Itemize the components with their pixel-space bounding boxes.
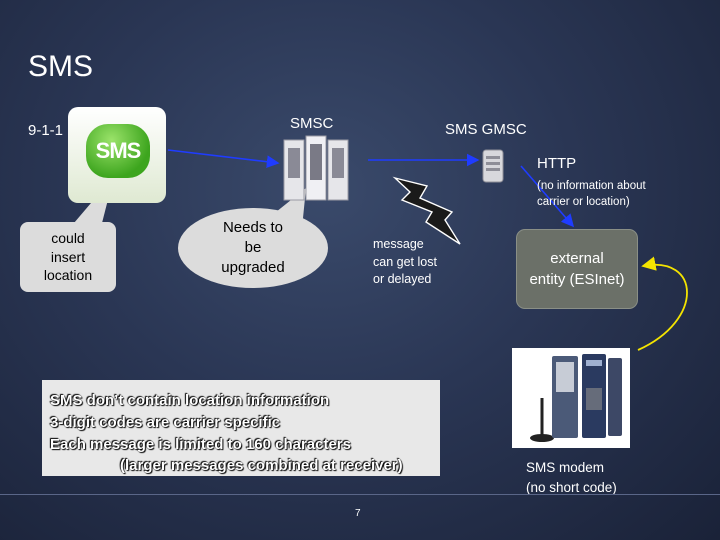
emergency-number-label: 9-1-1 [28, 122, 64, 139]
http-note-line-2: carrier or location) [537, 196, 630, 209]
page-number: 7 [355, 508, 361, 519]
arrow-gmsc-to-external [520, 165, 575, 228]
callout-line: Needs to [222, 218, 284, 236]
external-entity-box: external entity (ESInet) [516, 229, 638, 309]
message-note-line-1: message [373, 237, 424, 251]
callout-line: be [244, 238, 262, 256]
external-entity-line-2: entity (ESInet) [529, 271, 625, 288]
footer-divider [0, 494, 720, 495]
note-line: SMS don’t contain location information [50, 392, 330, 409]
callout-line: could [51, 229, 85, 246]
gmsc-server-icon [482, 149, 504, 183]
modem-caption: SMS modem (no short code) [526, 458, 617, 497]
smsc-label: SMSC [290, 115, 334, 132]
http-note: (no information about carrier or locatio… [537, 178, 646, 210]
note-line: Each message is limited to 160 character… [50, 435, 351, 453]
server-rack-icon [283, 135, 349, 201]
sms-bubble: SMS [86, 124, 150, 178]
message-note-line-3: or delayed [373, 272, 432, 286]
modem-caption-line-1: SMS modem [526, 460, 605, 475]
notes-box: SMS don’t contain location information 3… [42, 380, 440, 476]
modem-device-icon [530, 354, 622, 442]
slide-title: SMS [28, 50, 94, 83]
callout-needs-upgrade: Needs to be upgraded [178, 208, 328, 288]
callout-line: insert [50, 248, 86, 265]
arrow-phone-to-smsc [167, 149, 280, 169]
http-label: HTTP [537, 155, 577, 172]
external-entity-line-1: external [550, 250, 604, 267]
message-note-line-2: can get lost [373, 254, 437, 269]
sms-gmsc-label: SMS GMSC [445, 121, 527, 138]
modem-caption-line-2: (no short code) [526, 479, 617, 495]
note-line: 3-digit codes are carrier specific [50, 413, 281, 431]
sms-modem-image [512, 348, 630, 448]
message-note: message can get lost or delayed [373, 236, 437, 289]
lightning-bolt-icon [392, 176, 461, 245]
arrow-modem-to-external [637, 256, 688, 351]
callout-line: upgraded [221, 259, 285, 277]
http-note-line-1: (no information about [537, 180, 646, 192]
callout-could-insert-location: could insert location [20, 222, 116, 292]
callout-line: location [43, 267, 93, 284]
note-line: (larger messages combined at receiver) [120, 457, 403, 475]
